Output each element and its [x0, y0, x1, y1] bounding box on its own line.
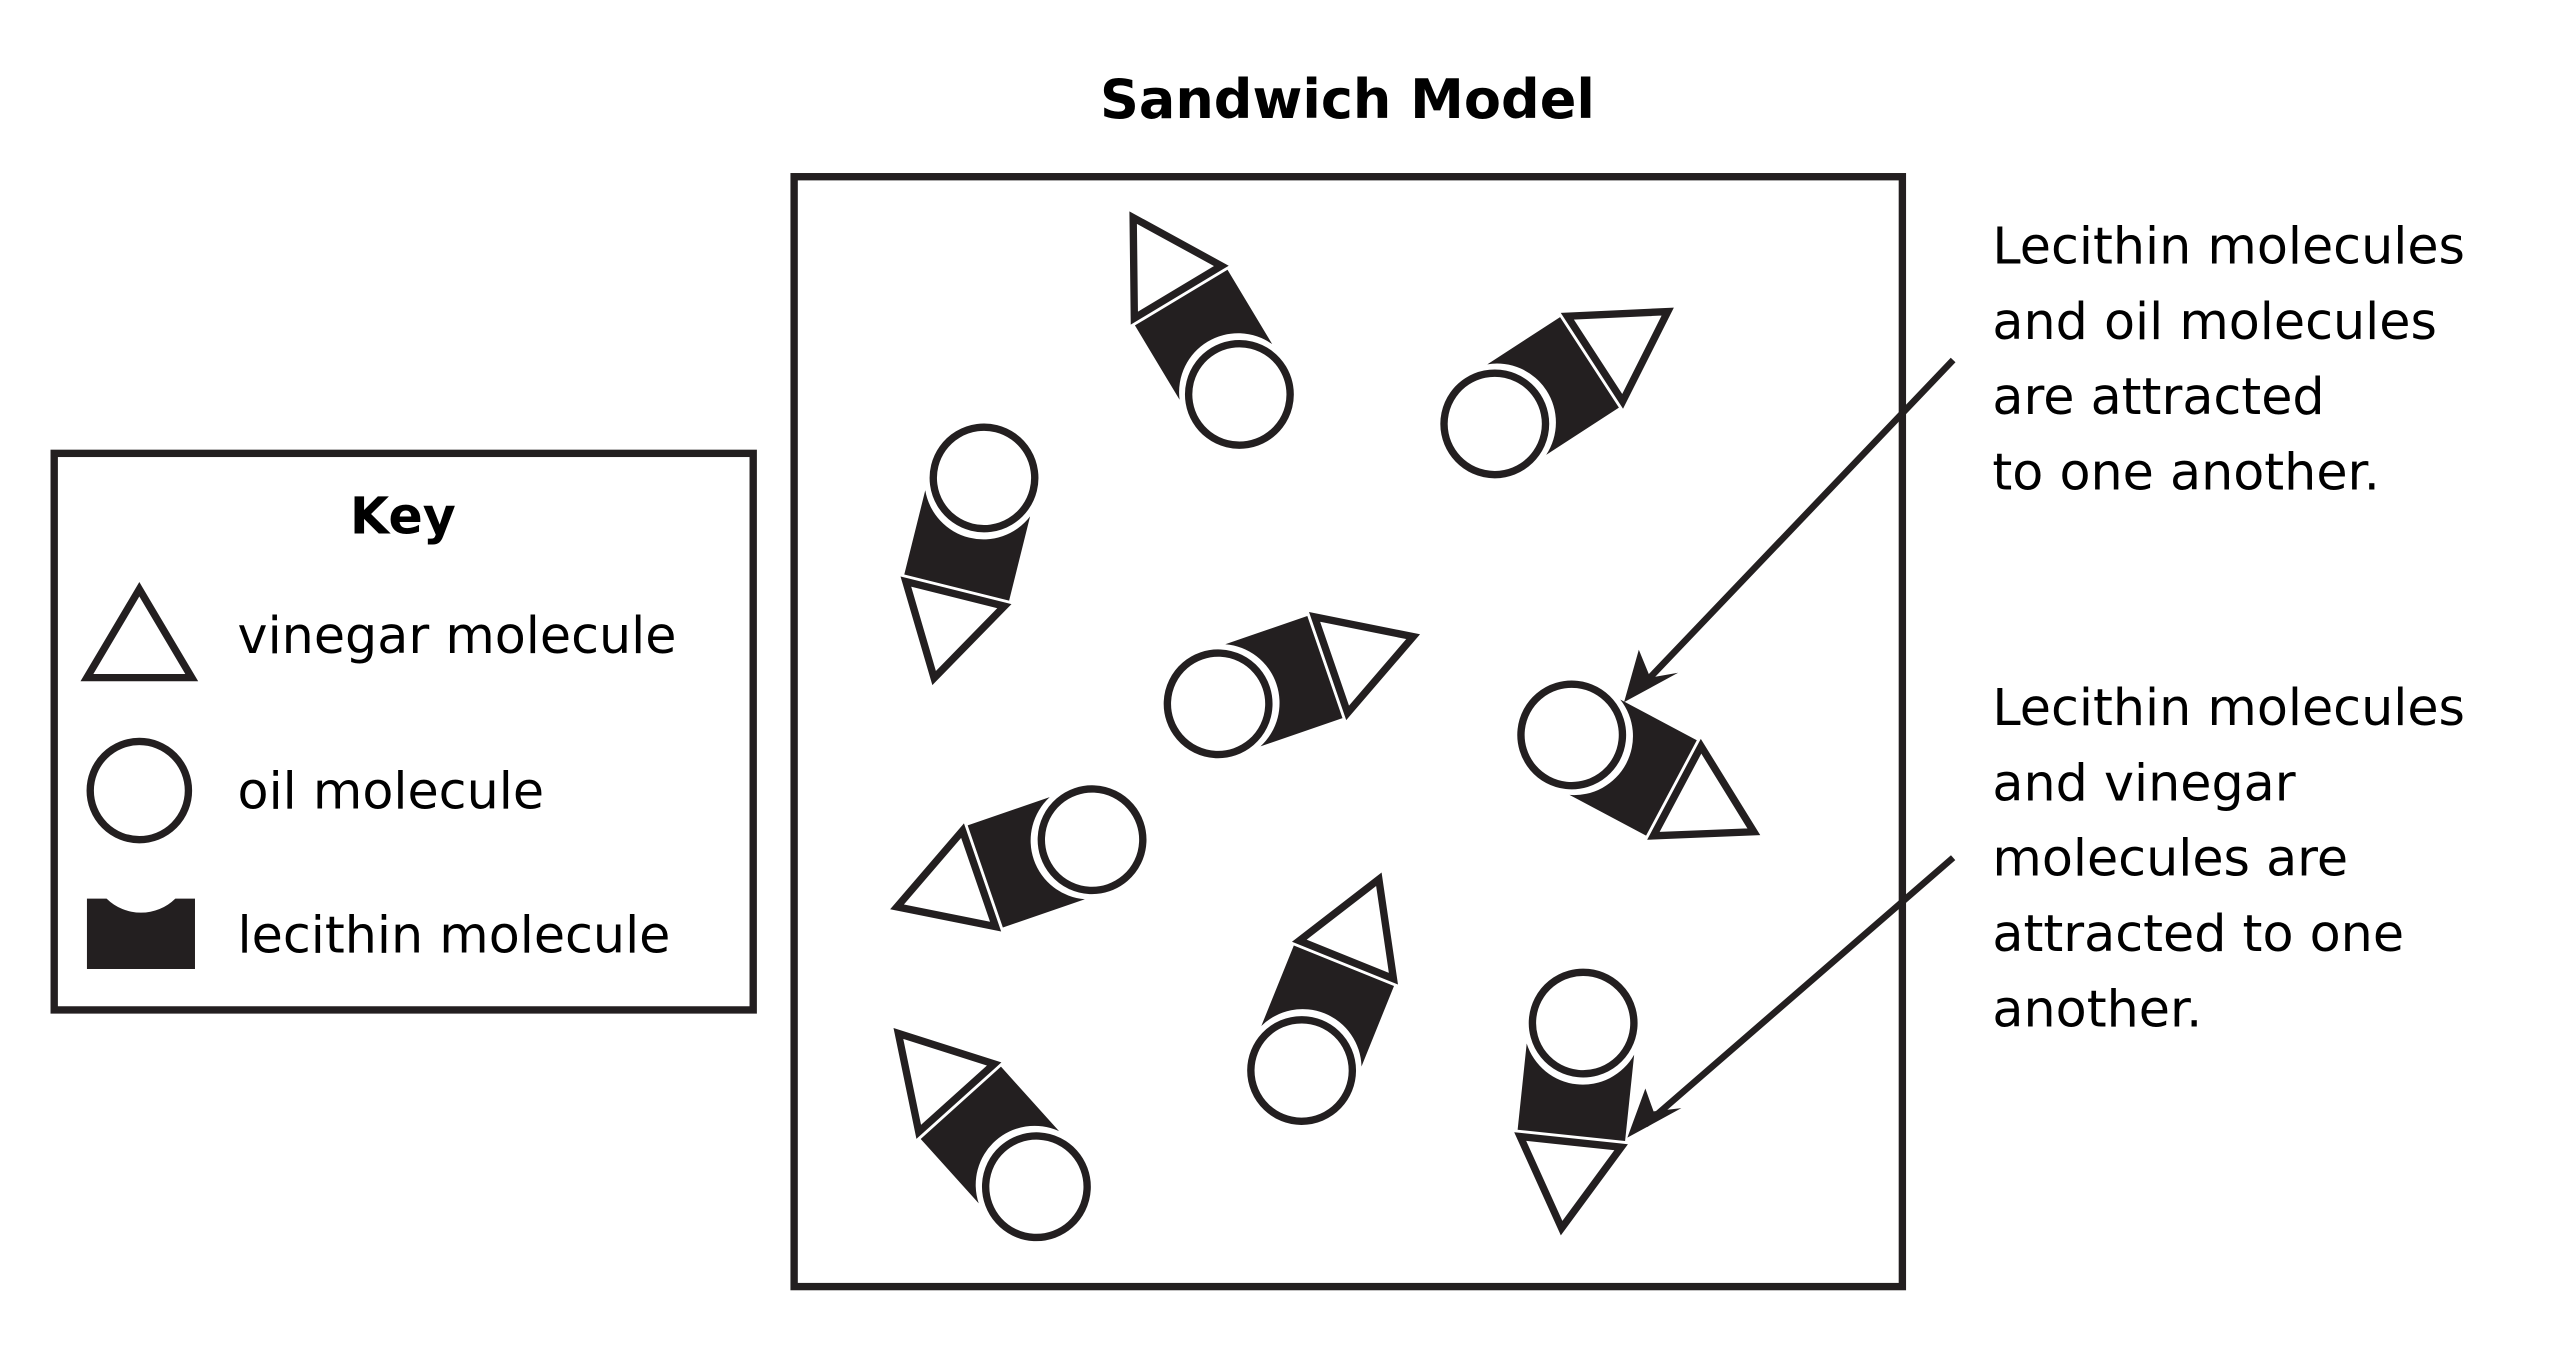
arrow-vinegar-annotation [1627, 855, 1956, 1138]
arrow-oil-annotation [1624, 357, 1956, 703]
arrowhead-icon [1624, 649, 1679, 703]
molecule-group [1514, 964, 1642, 1236]
annotation-oil-line: are attracted [1992, 367, 2324, 426]
annotation-oil-line: and oil molecules [1992, 292, 2437, 351]
key-label-vinegar: vinegar molecule [238, 606, 677, 665]
annotation-vinegar: Lecithin molecules and vinegar molecules… [1992, 678, 2481, 1038]
molecule-group [1436, 307, 1674, 483]
vinegar-molecule-icon [900, 576, 1012, 686]
circle-icon [86, 737, 193, 844]
annotation-oil-line: to one another. [1992, 442, 2379, 501]
annotation-vinegar-line: molecules are [1992, 829, 2348, 888]
vinegar-molecule-icon [1514, 1132, 1628, 1236]
molecule-group [1129, 211, 1298, 453]
molecule-group [890, 781, 1151, 932]
lecithin-molecule-icon [904, 490, 1031, 601]
key-label-oil: oil molecule [238, 762, 545, 821]
vinegar-molecule-icon [1647, 738, 1761, 840]
oil-molecule-icon [929, 423, 1039, 533]
vinegar-molecule-icon [1560, 307, 1674, 409]
arrowhead-icon [1627, 1088, 1682, 1138]
annotation-vinegar-line: attracted to one [1992, 904, 2404, 963]
molecule-group [900, 419, 1043, 686]
lecithin-icon [86, 898, 195, 970]
annotation-vinegar-line: Lecithin molecules [1992, 678, 2465, 737]
vinegar-molecule-icon [1309, 612, 1421, 721]
molecule-group [1513, 676, 1761, 840]
oil-molecule-icon [1440, 369, 1550, 479]
molecule-group [1159, 612, 1421, 762]
annotation-vinegar-line: and vinegar [1992, 753, 2295, 812]
oil-molecule-icon [1037, 785, 1147, 895]
oil-molecule-icon [1247, 1016, 1357, 1125]
vinegar-molecule-icon [1129, 211, 1229, 325]
lecithin-molecule-icon [1134, 269, 1273, 400]
oil-molecule-icon [1163, 649, 1273, 759]
lecithin-molecule-icon [920, 1066, 1060, 1204]
molecule-group [893, 1028, 1095, 1245]
key-legend: Key vinegar molecule oil molecule lecith… [50, 449, 757, 1014]
oil-molecule-icon [1184, 339, 1294, 449]
vinegar-molecule-icon [890, 823, 1002, 932]
lecithin-molecule-icon [1225, 615, 1343, 747]
triangle-icon [80, 582, 199, 682]
annotation-oil-line: Lecithin molecules [1992, 216, 2465, 275]
lecithin-molecule-icon [1487, 317, 1619, 455]
lecithin-molecule-icon [1261, 945, 1395, 1067]
molecule-group [1243, 872, 1398, 1129]
oil-molecule-icon [1528, 968, 1638, 1078]
lecithin-molecule-icon [967, 797, 1085, 928]
molecule-groups [890, 211, 1761, 1245]
annotation-vinegar-line: another. [1992, 979, 2202, 1038]
vinegar-molecule-icon [893, 1028, 1002, 1139]
annotation-oil: Lecithin molecules and oil molecules are… [1992, 216, 2481, 501]
lecithin-molecule-icon [1517, 1043, 1635, 1142]
key-label-lecithin: lecithin molecule [238, 906, 671, 965]
diagram-title: Sandwich Model [1100, 68, 1595, 131]
oil-molecule-icon [1517, 680, 1627, 790]
lecithin-molecule-icon [1569, 699, 1697, 836]
oil-molecule-icon [981, 1132, 1091, 1242]
vinegar-molecule-icon [1291, 872, 1398, 985]
key-heading: Key [350, 487, 456, 546]
